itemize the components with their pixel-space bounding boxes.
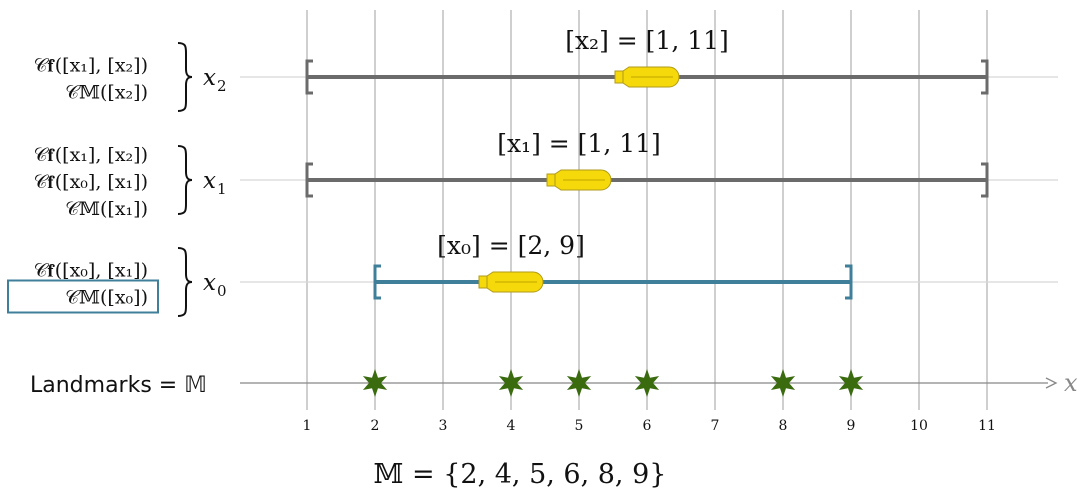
tick-label-1: 1 [303, 418, 312, 434]
interval-left-bracket-x0 [373, 264, 381, 300]
interval-right-bracket-x2 [981, 59, 989, 95]
landmark-set-caption: 𝕄 = {2, 4, 5, 6, 8, 9} [374, 459, 667, 490]
x-axis: x 1 2 3 4 5 6 7 8 9 10 11 [240, 369, 1078, 434]
interval-x1: [x₁] = [1, 11] [305, 129, 989, 198]
variable-label-x0: x [203, 270, 216, 296]
interval-label-x2: [x₂] = [1, 11] [565, 26, 729, 55]
constraint-x0-1: 𝒞𝕄([x₀]) [65, 287, 148, 309]
landmark-star-8 [770, 369, 796, 397]
landmark-star-2 [362, 369, 388, 397]
constraint-x2-0: 𝒞𝐟([x₁], [x₂]) [34, 55, 148, 77]
brace-x1 [177, 145, 193, 215]
constraint-x1-1: 𝒞𝐟([x₀], [x₁]) [34, 171, 148, 193]
marker-x2-tail [614, 70, 624, 84]
variable-rows: [x₂] = [1, 11] [x₁] = [1, 11] [x₀] = [2, 9… [305, 26, 989, 300]
tick-label-5: 5 [575, 418, 584, 434]
landmark-star-5 [566, 369, 592, 397]
marker-x0 [478, 271, 544, 293]
tick-label-10: 10 [910, 418, 928, 434]
tick-label-6: 6 [643, 418, 652, 434]
variable-subscript-x1: 1 [217, 180, 227, 198]
landmarks-label: Landmarks = 𝕄 [30, 373, 207, 398]
tick-label-8: 8 [779, 418, 788, 434]
landmark-star-6 [634, 369, 660, 397]
constraint-x2-1: 𝒞𝕄([x₂]) [65, 82, 148, 104]
interval-left-bracket-x1 [305, 162, 313, 198]
variable-label-x2: x [203, 65, 216, 91]
variable-subscript-x2: 2 [217, 77, 227, 95]
constraint-x0-0: 𝒞𝐟([x₀], [x₁]) [34, 260, 148, 282]
variable-subscript-x0: 0 [217, 282, 227, 300]
highlight-box-x0 [7, 279, 159, 314]
constraint-x1-0: 𝒞𝐟([x₁], [x₂]) [34, 144, 148, 166]
tick-label-4: 4 [507, 418, 516, 434]
brace-x0 [177, 247, 193, 317]
constraint-x1-2: 𝒞𝕄([x₁]) [65, 198, 148, 220]
interval-x0: [x₀] = [2, 9] [373, 231, 853, 300]
axis-variable-label: x [1064, 369, 1078, 397]
brace-x2 [177, 42, 193, 112]
tick-label-9: 9 [847, 418, 856, 434]
interval-right-bracket-x1 [981, 162, 989, 198]
tick-label-3: 3 [439, 418, 448, 434]
interval-x2: [x₂] = [1, 11] [305, 26, 989, 95]
landmark-star-9 [838, 369, 864, 397]
interval-label-x1: [x₁] = [1, 11] [497, 129, 661, 158]
tick-label-7: 7 [711, 418, 720, 434]
marker-x1 [546, 169, 612, 191]
interval-right-bracket-x0 [845, 264, 853, 300]
tick-label-11: 11 [978, 418, 996, 434]
marker-x0-tail [478, 275, 488, 289]
interval-left-bracket-x2 [305, 59, 313, 95]
tick-label-2: 2 [371, 418, 380, 434]
landmark-star-4 [498, 369, 524, 397]
marker-x2 [614, 66, 680, 88]
axis-arrow [1045, 377, 1058, 389]
variable-label-x1: x [203, 168, 216, 194]
marker-x1-tail [546, 173, 556, 187]
interval-label-x0: [x₀] = [2, 9] [437, 231, 585, 260]
